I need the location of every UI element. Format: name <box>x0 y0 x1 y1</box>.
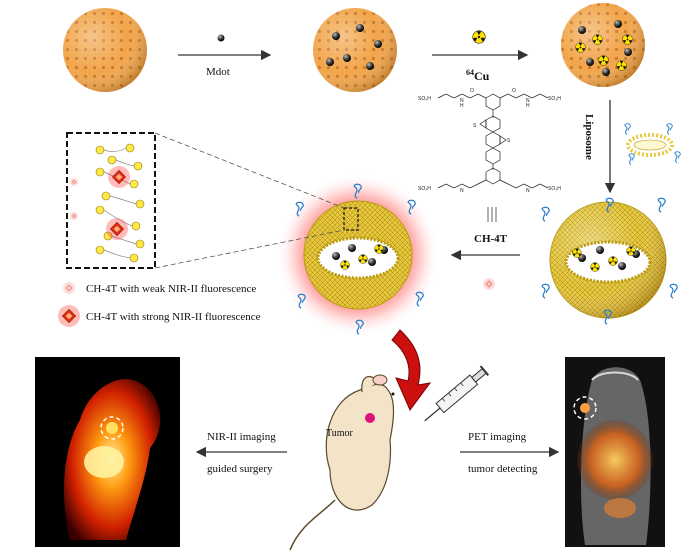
zoom-line-bottom <box>154 229 345 269</box>
pet-imaging-label: PET imaging <box>468 431 527 443</box>
sphere-with-mdot-and-cu64 <box>561 3 645 87</box>
nir-imaging-photo <box>35 357 180 547</box>
glowing-liposome-sphere <box>276 173 440 337</box>
ch4t-pink-diamond <box>483 278 495 290</box>
red-injection-arrow <box>391 329 432 411</box>
svg-text:N: N <box>460 98 464 104</box>
sphere-with-mdot <box>313 8 397 92</box>
membrane-zoom-inset <box>66 132 156 269</box>
guided-surgery-label: guided surgery <box>207 463 273 475</box>
liposome-label: Liposome <box>583 114 595 160</box>
ch4t-label: CH-4T <box>474 233 508 245</box>
svg-text:H: H <box>526 103 530 109</box>
svg-text:SO₃H: SO₃H <box>548 96 561 102</box>
ch4t-structure <box>437 93 549 222</box>
legend-weak-label: CH-4T with weak NIR-II fluorescence <box>86 283 256 295</box>
cu64-label: 64Cu <box>466 68 490 83</box>
zoom-line-top <box>154 132 345 209</box>
syringe-icon <box>424 365 490 422</box>
svg-text:S: S <box>507 138 511 144</box>
svg-text:O: O <box>512 88 516 94</box>
legend-weak-icon <box>63 282 75 294</box>
liposome-icon <box>624 123 681 166</box>
svg-text:S: S <box>473 123 477 129</box>
svg-text:N: N <box>526 188 530 194</box>
mdot-particle-icon <box>217 34 225 42</box>
svg-text:SO₃H: SO₃H <box>418 186 431 192</box>
liposome-sphere <box>541 197 678 325</box>
legend-strong-icon <box>58 305 80 327</box>
tumor-detecting-label: tumor detecting <box>468 463 538 475</box>
nir-imaging-label: NIR-II imaging <box>207 431 276 443</box>
legend-strong-label: CH-4T with strong NIR-II fluorescence <box>86 311 261 323</box>
svg-text:SO₃H: SO₃H <box>548 186 561 192</box>
svg-text:SO₃H: SO₃H <box>418 96 431 102</box>
tumor-label: Tumor <box>326 428 354 439</box>
radioactive-icon <box>472 30 486 44</box>
svg-text:O: O <box>470 88 474 94</box>
bare-sphere <box>63 8 147 92</box>
svg-text:N: N <box>526 98 530 104</box>
svg-text:N: N <box>460 188 464 194</box>
mouse-icon: Tumor <box>289 374 395 551</box>
pet-imaging-photo <box>565 357 665 547</box>
mdot-label: Mdot <box>206 66 230 78</box>
legend: CH-4T with weak NIR-II fluorescence CH-4… <box>58 282 261 327</box>
ch4t-atoms: SO₃H SO₃H SO₃H SO₃H O O N H N H S S N N <box>418 88 561 194</box>
tumor-dot <box>365 413 375 423</box>
svg-text:H: H <box>460 103 464 109</box>
